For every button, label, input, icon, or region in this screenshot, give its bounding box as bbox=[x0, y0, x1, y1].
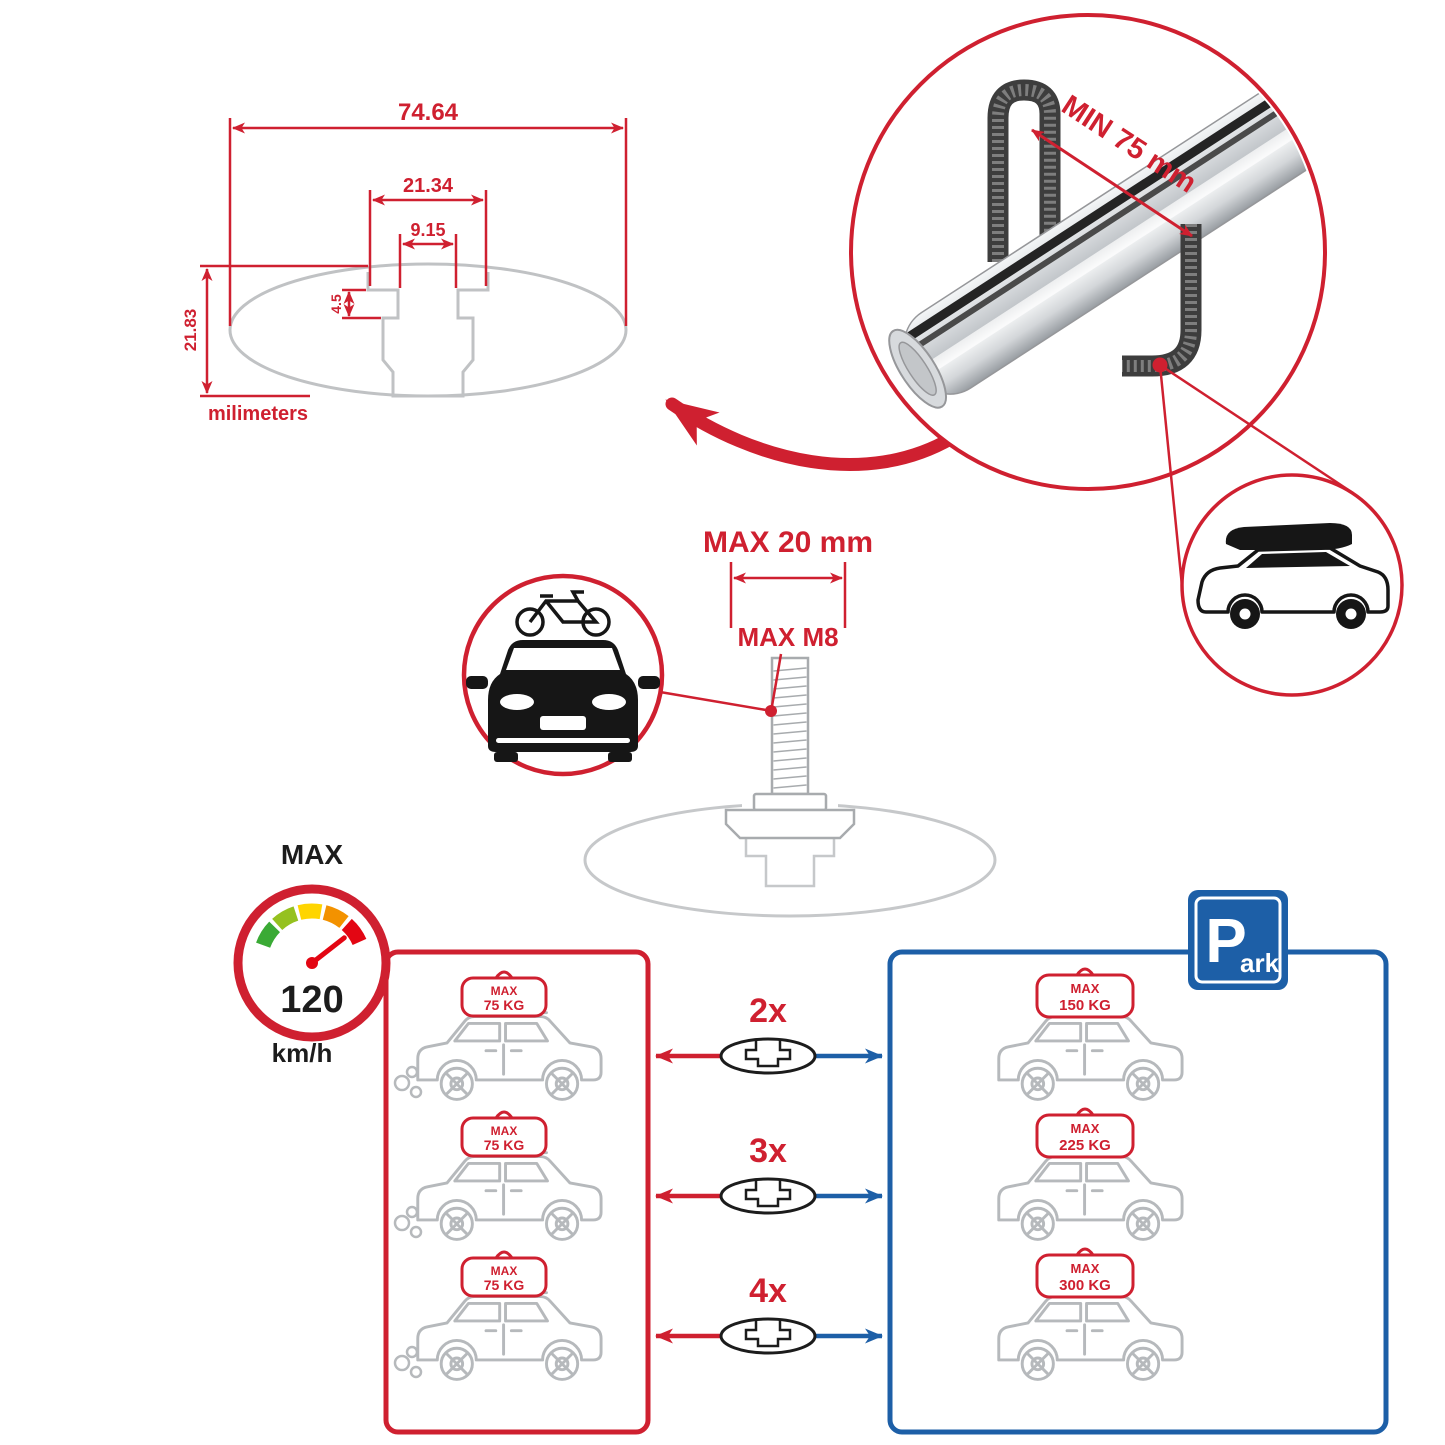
right-car-3: MAX 300 KG bbox=[997, 1247, 1184, 1381]
gauge-speed-value: 120 bbox=[280, 979, 343, 1021]
cargo-kg-label: 300 KG bbox=[1059, 1277, 1111, 1294]
speed-gauge: MAX 120 km/h bbox=[233, 839, 391, 1068]
dim-units-label: milimeters bbox=[208, 403, 308, 425]
suv-side-icon bbox=[416, 1151, 603, 1241]
gauge-hub bbox=[306, 957, 318, 969]
gauge-arcs bbox=[256, 903, 367, 949]
combo-label: 4x bbox=[749, 1272, 787, 1310]
cargo-kg-label: 75 KG bbox=[484, 1277, 525, 1293]
right-load-panel: MAX 150 KG MAX 225 KG MAX 300 KG bbox=[887, 949, 1389, 1435]
park-sign: P ark bbox=[1188, 890, 1288, 990]
max-length-label: MAX 20 mm bbox=[703, 526, 873, 559]
suv-side-icon bbox=[416, 1291, 603, 1381]
dim-step-depth-label: 4.5 bbox=[328, 294, 344, 314]
connector-line-1 bbox=[1159, 363, 1354, 495]
right-panel-border bbox=[887, 949, 1389, 1435]
cargo-max-label: MAX bbox=[491, 984, 518, 998]
bolt-diagram: MAX 20 mm MAX M8 bbox=[583, 526, 997, 918]
cargo-max-label: MAX bbox=[491, 1264, 518, 1278]
connector-line-2 bbox=[1158, 364, 1185, 597]
dim-slot-width-label: 9.15 bbox=[410, 220, 445, 240]
park-sign-border bbox=[1194, 896, 1282, 984]
min-grip-arrow bbox=[1031, 128, 1193, 238]
dimension-lines bbox=[200, 118, 628, 398]
roof-cargo: MAX 75 KG bbox=[460, 1110, 548, 1158]
right-car-1: MAX 150 KG bbox=[997, 967, 1184, 1101]
roof-cargo: MAX 75 KG bbox=[460, 970, 548, 1018]
profile-dimension-diagram: 74.64 21.34 9.15 4.5 21.83 milimeters bbox=[181, 99, 959, 471]
roof-cargo: MAX 150 KG bbox=[1035, 967, 1135, 1019]
cargo-max-label: MAX bbox=[1071, 981, 1100, 996]
cargo-max-label: MAX bbox=[1071, 1121, 1100, 1136]
cargo-kg-label: 75 KG bbox=[484, 1137, 525, 1153]
crossbar-section-icon bbox=[719, 1177, 817, 1215]
zoom-arrow bbox=[665, 397, 959, 471]
dim-channel-width-label: 21.34 bbox=[403, 175, 454, 197]
left-load-panel: MAX 75 KG MAX 75 KG bbox=[383, 949, 651, 1435]
profile-cross-section bbox=[228, 262, 628, 398]
cargo-kg-label: 150 KG bbox=[1059, 997, 1111, 1014]
circle-to-bolt-leader bbox=[659, 690, 767, 712]
bolt-assembly bbox=[724, 656, 856, 840]
dim-total-width-label: 74.64 bbox=[398, 99, 459, 126]
left-car-3: MAX 75 KG bbox=[393, 1250, 603, 1381]
cargo-kg-label: 225 KG bbox=[1059, 1137, 1111, 1154]
left-car-1: MAX 75 KG bbox=[393, 970, 603, 1101]
crossbar-section-icon bbox=[719, 1317, 817, 1355]
suv-side-icon bbox=[997, 1291, 1184, 1381]
combo-row-2: 3x bbox=[655, 1132, 883, 1215]
crossbar-section-icon bbox=[719, 1037, 817, 1075]
thread-pointer-dot bbox=[765, 705, 777, 717]
park-sign-plate bbox=[1188, 890, 1288, 990]
slot-channel-lines bbox=[744, 838, 836, 888]
crossbar-detail-circle: MIN 75 mm bbox=[849, 13, 1354, 597]
gauge-speed-unit: km/h bbox=[272, 1038, 333, 1068]
roof-cargo: MAX 300 KG bbox=[1035, 1247, 1135, 1299]
cargo-max-label: MAX bbox=[1071, 1261, 1100, 1276]
suv-side-icon bbox=[997, 1011, 1184, 1101]
exhaust-puffs bbox=[393, 1205, 423, 1239]
suv-with-roofbox-icon bbox=[1196, 523, 1390, 629]
clamp-pointer-dot bbox=[1152, 357, 1168, 373]
bike-car-circle bbox=[461, 573, 665, 777]
suv-side-icon bbox=[997, 1151, 1184, 1241]
cargo-max-label: MAX bbox=[491, 1124, 518, 1138]
combo-row-1: 2x bbox=[655, 992, 883, 1075]
roofbox-car-circle bbox=[1180, 473, 1404, 697]
bike-icon bbox=[515, 590, 611, 637]
bolt-dimension-lines bbox=[729, 562, 847, 707]
park-sign-letter: P bbox=[1205, 907, 1246, 976]
crossbar-quantity-arrows: 2x 3x 4x bbox=[655, 992, 883, 1355]
combo-label: 3x bbox=[749, 1132, 787, 1170]
gauge-title: MAX bbox=[281, 839, 344, 870]
cargo-kg-label: 75 KG bbox=[484, 997, 525, 1013]
car-front-icon bbox=[466, 640, 660, 762]
exhaust-puffs bbox=[393, 1345, 423, 1379]
park-sign-suffix: ark bbox=[1240, 948, 1280, 978]
roof-cargo: MAX 225 KG bbox=[1035, 1107, 1135, 1159]
gauge-needle bbox=[309, 935, 347, 966]
left-panel-border bbox=[383, 949, 651, 1435]
combo-row-3: 4x bbox=[655, 1272, 883, 1355]
suv-side-icon bbox=[416, 1011, 603, 1101]
left-car-2: MAX 75 KG bbox=[393, 1110, 603, 1241]
max-thread-label: MAX M8 bbox=[737, 622, 838, 652]
right-car-2: MAX 225 KG bbox=[997, 1107, 1184, 1241]
roof-cargo: MAX 75 KG bbox=[460, 1250, 548, 1298]
dim-profile-height-label: 21.83 bbox=[181, 309, 200, 352]
combo-label: 2x bbox=[749, 992, 787, 1030]
